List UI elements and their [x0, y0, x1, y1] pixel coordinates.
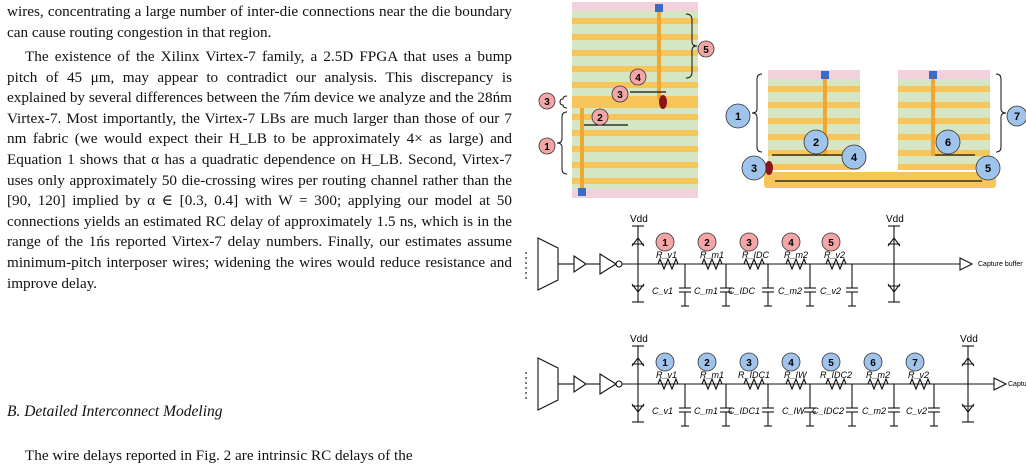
text-column: wires, concentrating a large number of i…: [0, 0, 512, 476]
resistor-label: R_m1: [700, 370, 724, 380]
vdd-label: Vdd: [886, 214, 904, 225]
badge-label: 3: [746, 238, 752, 249]
resistor-label: R_m2: [784, 250, 808, 260]
badge-label: 2: [704, 238, 710, 249]
capacitor-label: C_v2: [906, 406, 927, 416]
badge-label: 5: [828, 358, 834, 369]
contact-icon: [765, 161, 773, 175]
circuit-2-labels: Vdd Vdd Capture buffer 1 2 3 4 5 6 7 R_v…: [630, 334, 1026, 416]
circuit-diagram-2: [525, 345, 1008, 427]
contact-icon: [659, 95, 667, 109]
resistor-label: R_IDC2: [820, 370, 852, 380]
badge-label: 1: [662, 238, 668, 249]
capacitor-label: C_v1: [652, 286, 673, 296]
badge-label: 5: [828, 238, 834, 249]
capture-buffer-label: Capture buffer: [978, 261, 1023, 268]
capacitor-label: C_v1: [652, 406, 673, 416]
capacitor-label: C_IDC1: [728, 406, 760, 416]
circuit-1-labels: Vdd Vdd Capture buffer 1 2 3 4 5 R_v1 R_…: [630, 214, 1023, 296]
badge-label: 7: [912, 358, 918, 369]
badge-label: 5: [985, 163, 991, 175]
capacitor-label: C_v2: [820, 286, 841, 296]
interposer-cross-section: 1 2 3 4 5 6 7: [725, 70, 1026, 188]
capacitor-label: C_m1: [694, 286, 718, 296]
badge-label: 5: [703, 45, 709, 56]
badge-label: 3: [746, 358, 752, 369]
capacitor-label: C_IDC2: [812, 406, 844, 416]
badge-label: 1: [735, 111, 741, 123]
badge-label: 6: [870, 358, 876, 369]
vdd-label: Vdd: [630, 334, 648, 345]
badge-label: 3: [751, 163, 757, 175]
badge-label: 2: [597, 113, 603, 124]
capacitor-label: C_IW: [782, 406, 806, 416]
stacked-die-cross-section: 5 4 3 3 2 1: [538, 2, 715, 198]
badge-label: 1: [544, 142, 550, 153]
bump-icon: [578, 188, 586, 196]
circuit-diagram-1: [525, 225, 974, 307]
resistor-label: R_IDC: [742, 250, 770, 260]
badge-label: 3: [544, 97, 550, 108]
vdd-label: Vdd: [960, 334, 978, 345]
resistor-label: R_m1: [700, 250, 724, 260]
resistor-label: R_m2: [866, 370, 890, 380]
bump-icon: [655, 4, 663, 12]
resistor-label: R_v2: [908, 370, 929, 380]
section-heading: B. Detailed Interconnect Modeling: [7, 403, 223, 420]
resistor-label: R_IW: [784, 370, 808, 380]
badge-label: 2: [704, 358, 710, 369]
paragraph-virtex7: The existence of the Xilinx Virtex-7 fam…: [7, 48, 512, 292]
badge-label: 4: [788, 358, 794, 369]
paragraph-wire-delays: The wire delays reported in Fig. 2 are i…: [25, 447, 413, 464]
bump-icon: [929, 71, 937, 79]
badge-label: 4: [635, 73, 641, 84]
interconnect-figure: 5 4 3 3 2 1: [525, 2, 1026, 427]
capacitor-label: C_m1: [694, 406, 718, 416]
resistor-label: R_v1: [656, 370, 677, 380]
badge-label: 1: [662, 358, 668, 369]
resistor-label: R_IDC1: [738, 370, 770, 380]
badge-label: 2: [813, 137, 819, 149]
capacitor-label: C_IDC: [728, 286, 756, 296]
paragraph-continuation: wires, concentrating a large number of i…: [7, 3, 512, 41]
resistor-label: R_v2: [824, 250, 845, 260]
badge-label: 4: [851, 152, 858, 164]
badge-label: 6: [945, 137, 951, 149]
badge-label: 7: [1014, 111, 1020, 123]
bump-icon: [821, 71, 829, 79]
badge-label: 4: [788, 238, 794, 249]
resistor-label: R_v1: [656, 250, 677, 260]
capture-buffer-label: Capture buffer: [1008, 381, 1026, 388]
badge-label: 3: [617, 90, 623, 101]
capacitor-label: C_m2: [778, 286, 802, 296]
capacitor-label: C_m2: [862, 406, 886, 416]
vdd-label: Vdd: [630, 214, 648, 225]
